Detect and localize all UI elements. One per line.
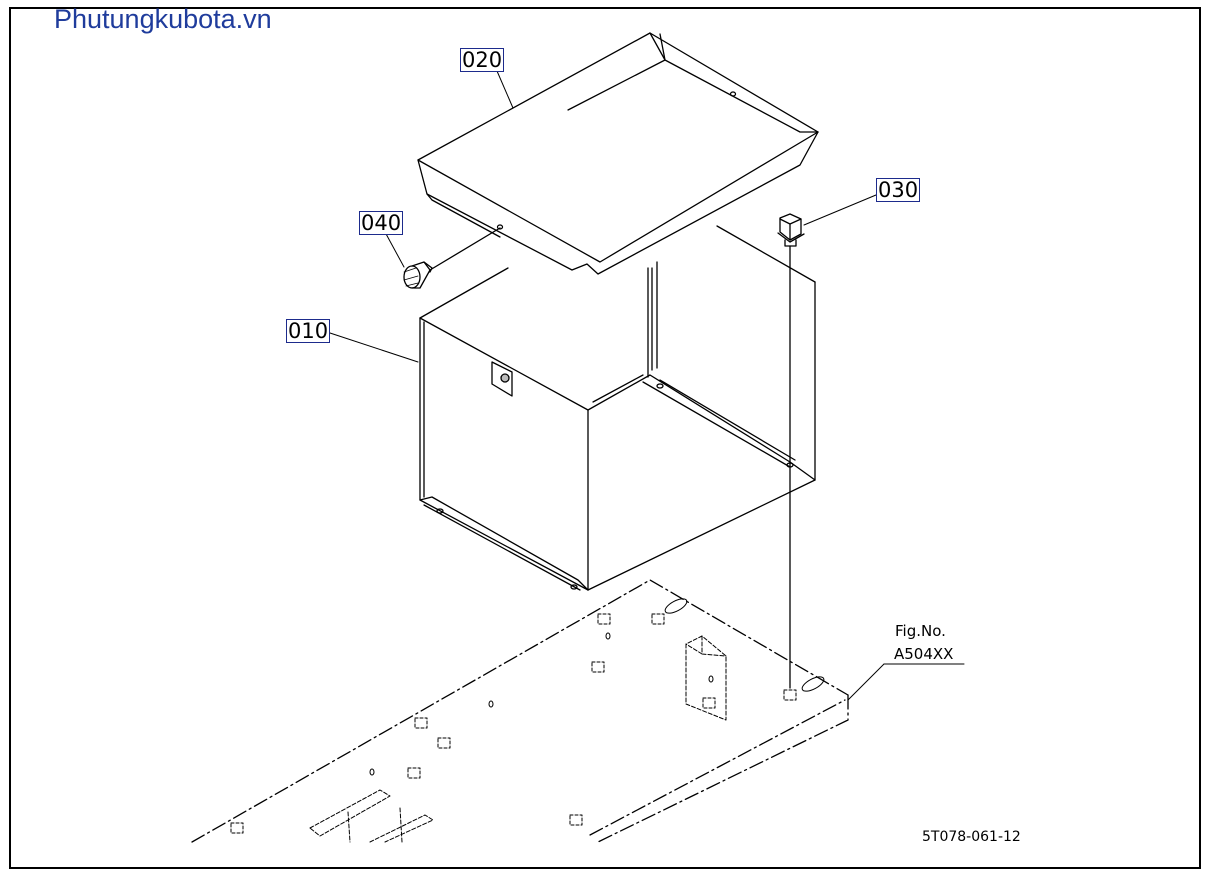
site-watermark: Phutungkubota.vn [54,4,272,34]
base-frame-details [230,598,825,843]
drawing-frame [9,7,1201,869]
knob-part [403,227,501,289]
figure-number: A504XX [894,645,954,663]
part-callout-010[interactable]: 010 [286,319,331,343]
battery-cover-part [417,32,819,275]
drawing-number: 5T078-061-12 [922,829,1021,845]
bolt-part [777,213,805,689]
part-callout-040[interactable]: 040 [359,211,404,235]
battery-box-part [419,225,816,591]
page-bottom-strip [0,869,1209,877]
part-callout-020[interactable]: 020 [460,48,505,72]
leader-lines [329,70,965,701]
base-frame-part [191,579,849,843]
part-callout-030[interactable]: 030 [876,178,921,202]
figure-label: Fig.No. [895,622,946,640]
